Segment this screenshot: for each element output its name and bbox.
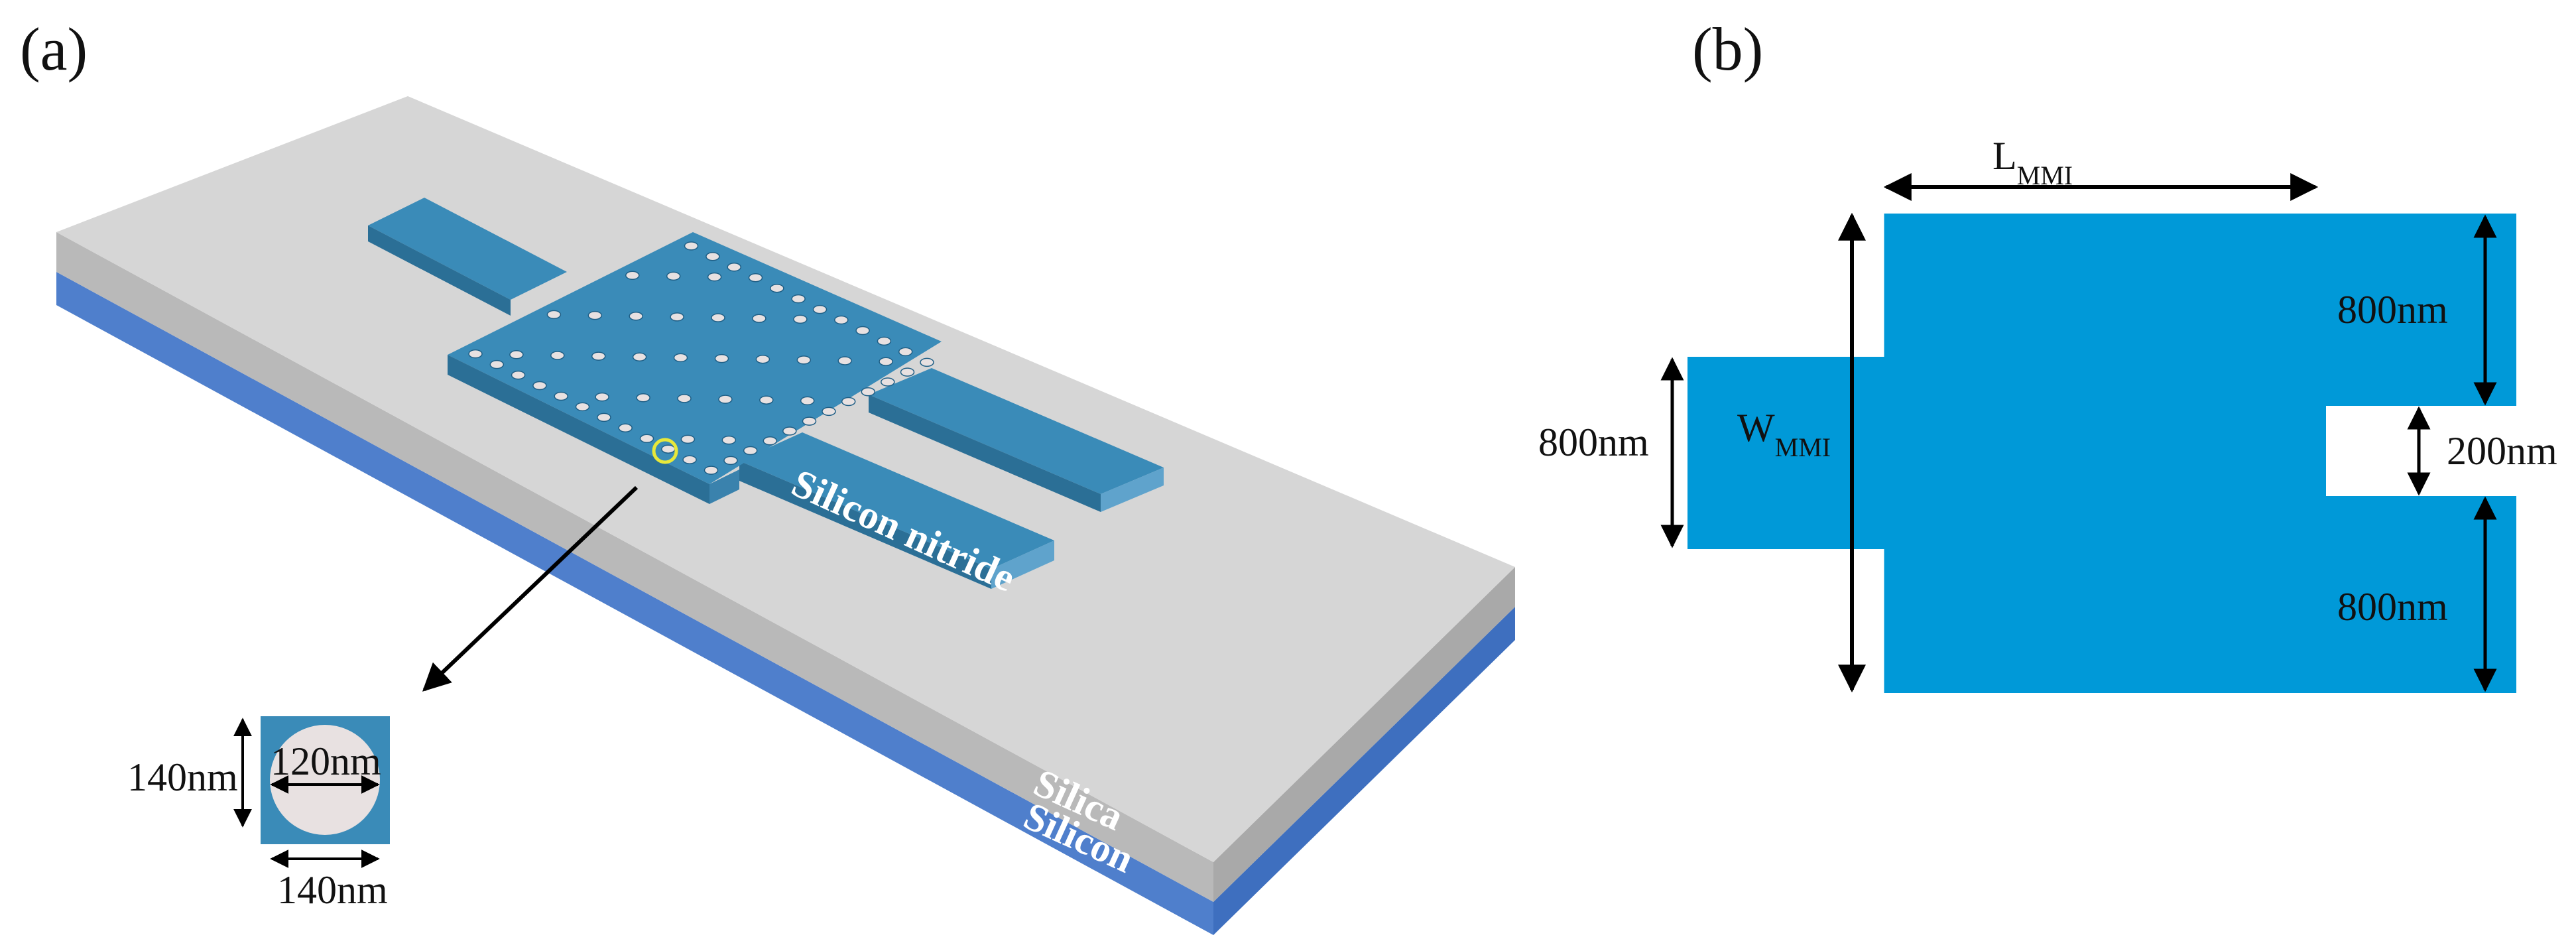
w-mmi-label: WMMI [1737, 406, 1831, 462]
hole [711, 313, 725, 322]
hole [666, 271, 681, 281]
gap-label: 200nm [2447, 429, 2557, 473]
input-waveguide-top [368, 198, 567, 300]
output-waveguide-1-end [1101, 468, 1164, 512]
l-mmi-label: LMMI [1993, 134, 2073, 190]
hole [595, 392, 609, 402]
output-waveguide-1-top [869, 368, 1164, 494]
hole [680, 434, 696, 444]
panel-b: (b) LMMI WMMI 800nm 800nm 200nm 800nm [1538, 15, 2557, 693]
hole [900, 367, 915, 377]
output-waveguide-2-top [739, 432, 1054, 569]
silica-right-face [1213, 567, 1515, 902]
inset-width-label: 140nm [277, 868, 388, 912]
silicon-right-face [1213, 607, 1515, 935]
hole [625, 271, 640, 281]
hole [841, 397, 856, 407]
hole [705, 252, 720, 261]
mmi-right-face [709, 470, 739, 504]
hole [704, 466, 719, 475]
hole [822, 407, 836, 416]
hole [770, 283, 784, 293]
inset-diameter-label: 120nm [271, 739, 381, 783]
hole [629, 312, 643, 321]
hole [861, 387, 876, 397]
hole [509, 350, 524, 359]
hole [855, 326, 870, 336]
hole [511, 370, 526, 380]
hole [670, 312, 684, 322]
hole [468, 349, 483, 359]
hole-inset: 120nm 140nm 140nm [127, 716, 390, 912]
hole [718, 395, 733, 404]
hole [877, 336, 892, 346]
hole [673, 353, 688, 363]
hole [707, 272, 722, 282]
mmi-left-face [448, 355, 709, 504]
mmi-top [448, 232, 942, 484]
hole [802, 416, 817, 426]
hole [575, 402, 590, 412]
hole [920, 357, 934, 367]
hole [800, 396, 815, 406]
hole [879, 357, 893, 366]
panel-b-label: (b) [1692, 15, 1763, 83]
inset-height-label: 140nm [127, 755, 238, 799]
output-waveguide-1-side [869, 395, 1101, 512]
hole [489, 359, 505, 369]
hole [591, 351, 606, 361]
hole [743, 446, 758, 456]
hole [632, 352, 647, 362]
hole [898, 347, 913, 357]
hole [748, 273, 763, 283]
hole [684, 241, 699, 251]
hole [682, 455, 697, 464]
hole [793, 314, 808, 324]
panel-a: (a) [20, 15, 1515, 935]
hole [759, 395, 774, 405]
mmi-topview-shape [1687, 214, 2516, 693]
hole [618, 423, 633, 433]
hole [796, 355, 812, 365]
hole [727, 263, 741, 272]
hole [721, 435, 737, 445]
silicon-left-face [56, 272, 1213, 935]
hole [763, 436, 778, 446]
hole [837, 356, 852, 365]
output-top-width-label: 800nm [2337, 288, 2448, 332]
hole [677, 394, 692, 403]
hole [587, 310, 603, 320]
input-width-label: 800nm [1538, 420, 1649, 464]
hole [554, 391, 568, 401]
hole [791, 294, 806, 304]
output-waveguide-2-end [991, 540, 1054, 589]
input-waveguide-side [368, 225, 511, 316]
output-bottom-width-label: 800nm [2337, 585, 2448, 629]
hole [782, 426, 797, 436]
hole [661, 444, 676, 454]
hole [636, 393, 650, 403]
hole [532, 381, 547, 391]
hole [723, 456, 738, 466]
hole [550, 351, 565, 360]
hole [881, 377, 895, 387]
hole [597, 412, 611, 422]
hole [752, 314, 767, 323]
silica-left-face [56, 232, 1213, 902]
hole [714, 353, 729, 363]
highlight-ring [652, 438, 678, 464]
zoom-arrow [422, 485, 639, 692]
hole [546, 310, 562, 320]
hole-array [468, 241, 934, 475]
panel-a-label: (a) [20, 15, 88, 83]
output-waveguide-2-side [739, 461, 991, 589]
hole [755, 354, 770, 364]
hole [834, 315, 849, 325]
hole [812, 304, 828, 314]
hole [639, 434, 654, 444]
